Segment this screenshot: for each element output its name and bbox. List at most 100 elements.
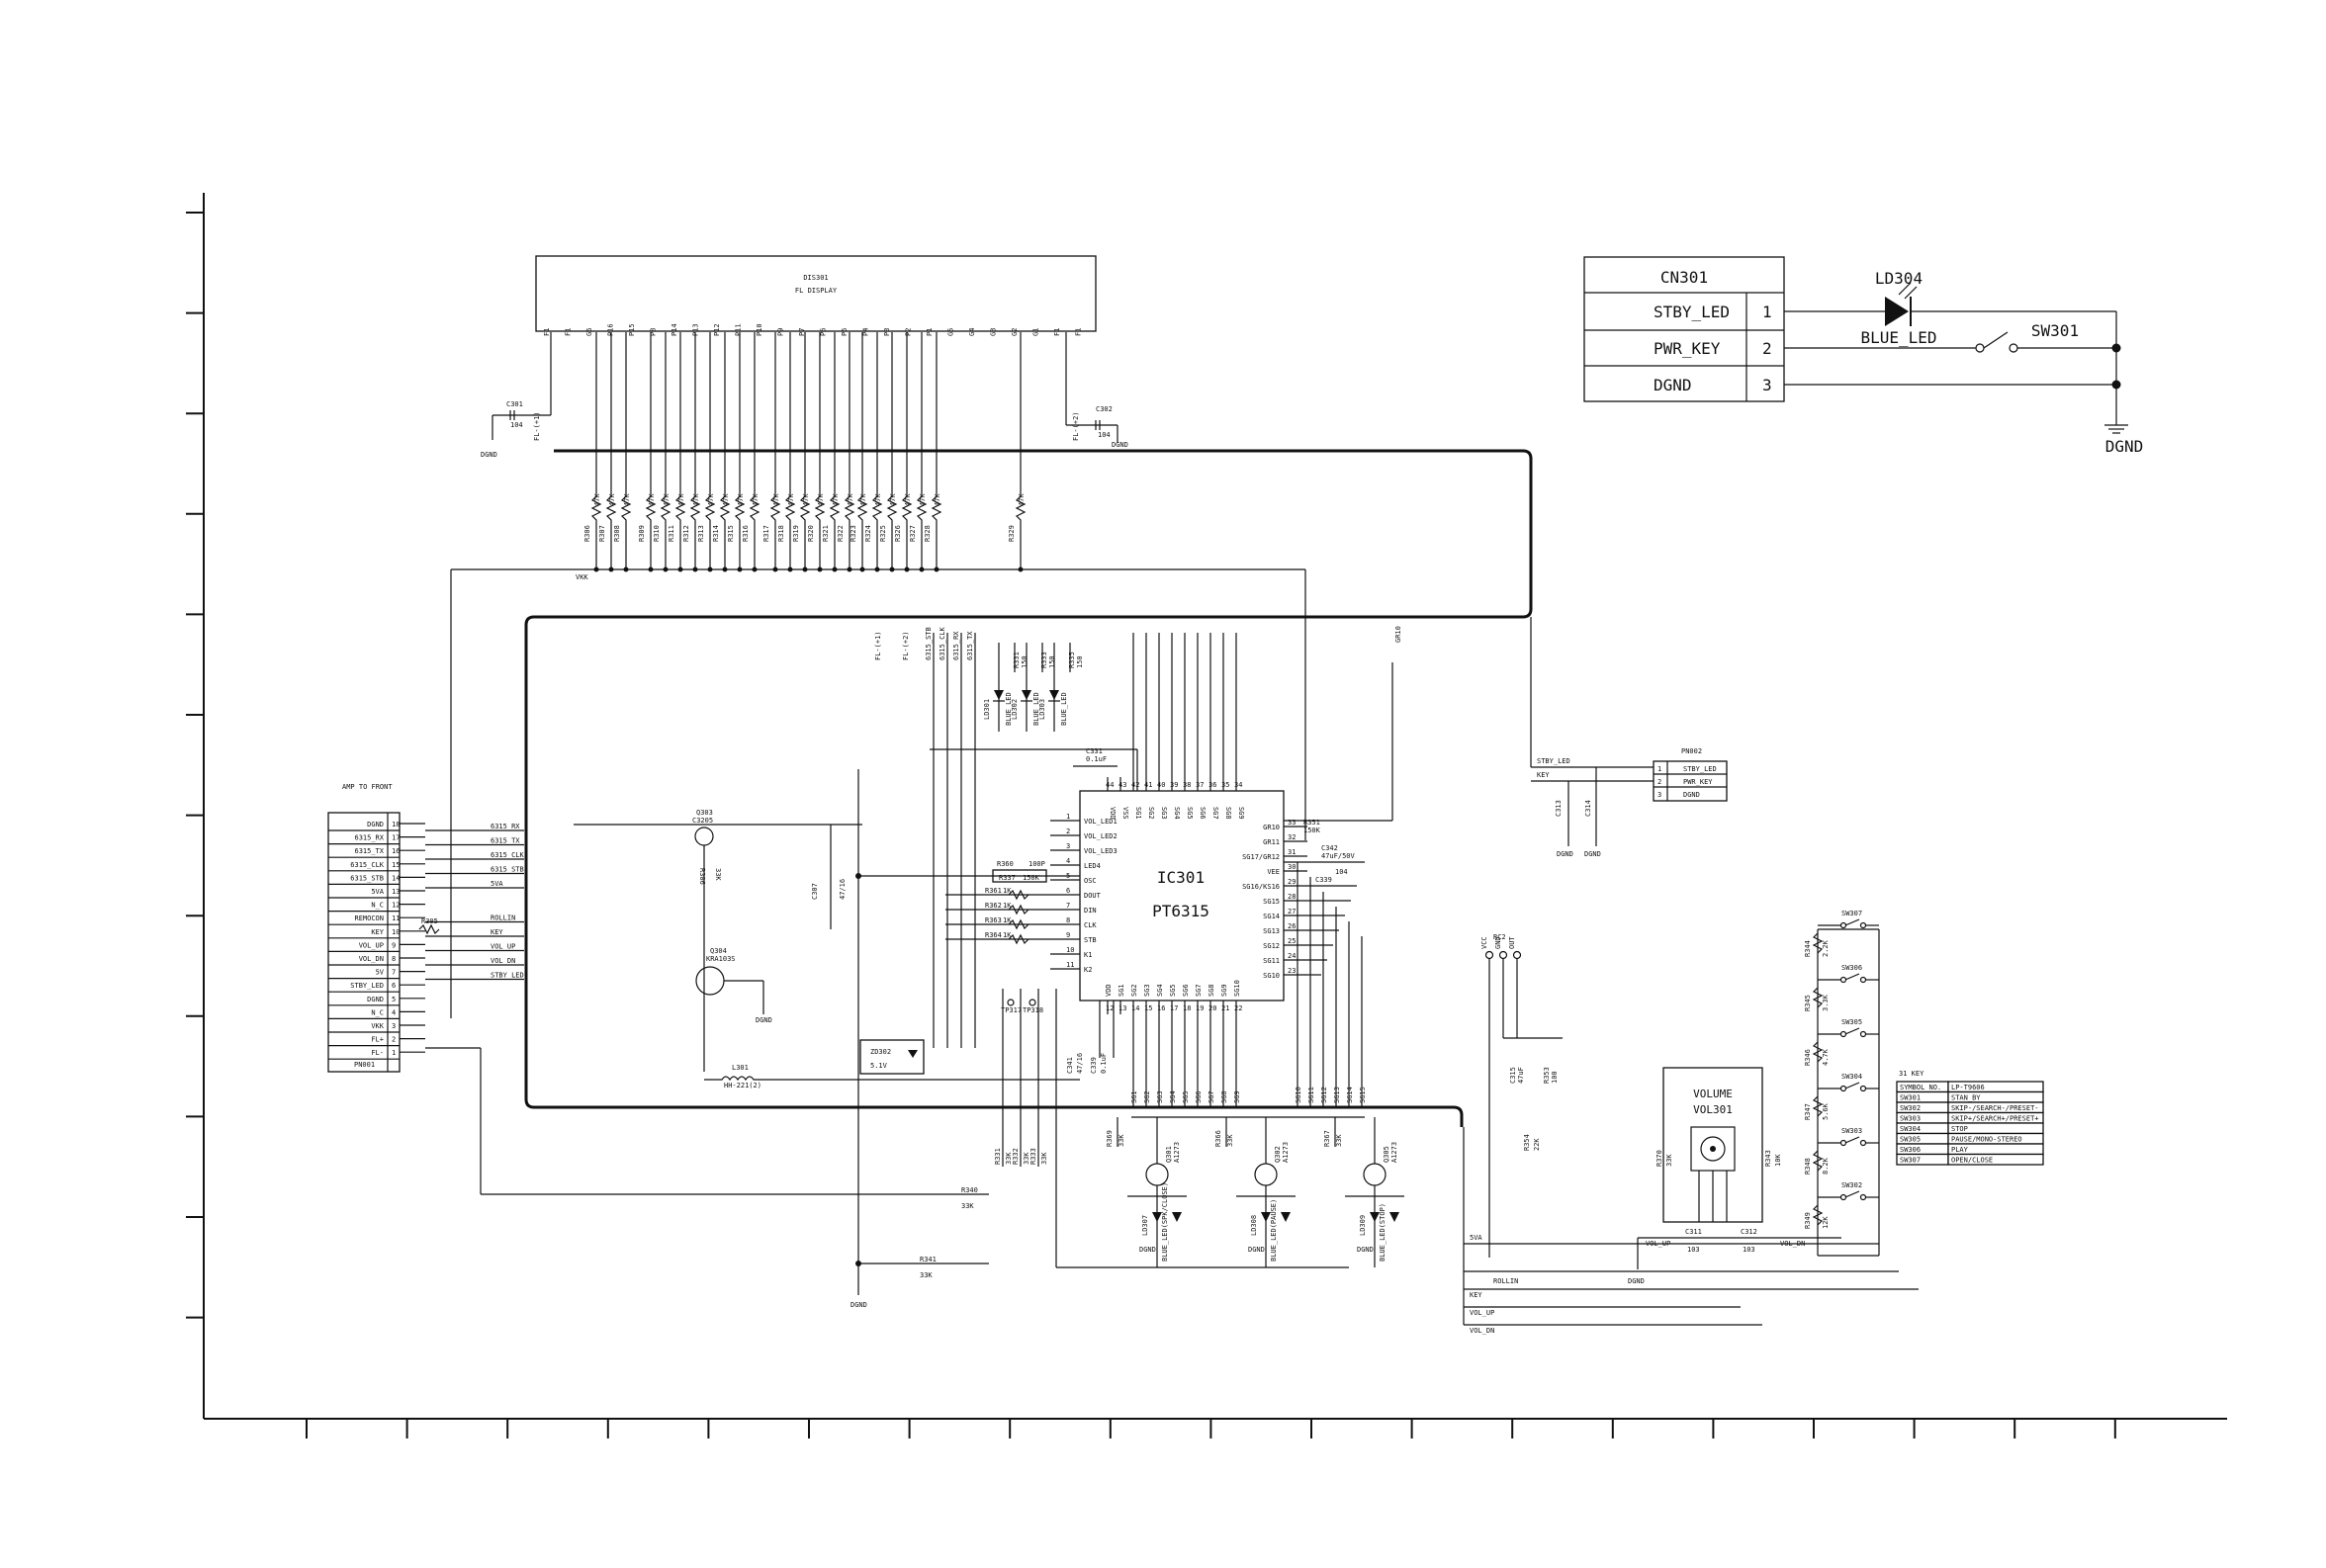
- c341-val: 47/16: [1076, 1053, 1084, 1074]
- ic-right-pin-number: 32: [1288, 833, 1296, 841]
- ic-top-pin-number: 42: [1131, 781, 1139, 789]
- tp318: TP318: [1023, 1006, 1043, 1014]
- ic-bottom-pin-number: 16: [1157, 1004, 1165, 1012]
- pn001-row-label: STBY_LED: [350, 982, 384, 990]
- cn301-row1-label: STBY_LED: [1654, 303, 1730, 321]
- r306-ref: R306: [698, 868, 706, 885]
- vfd-pin-label: P15: [628, 323, 636, 336]
- array-resistor-value: 47K: [648, 493, 656, 506]
- driver-transistor-icon: [1254, 1163, 1278, 1186]
- top-led-res-ref: R335: [1068, 652, 1076, 668]
- ic-bottom-pin-name: SG4: [1156, 984, 1164, 997]
- array-resistor-value: 47K: [663, 493, 671, 506]
- row-resistor-ref: R361: [985, 887, 1002, 895]
- vfd-pin-label: G2: [1011, 328, 1019, 336]
- pn002-row2: PWR_KEY: [1683, 778, 1713, 786]
- tp318-icon: [1029, 999, 1036, 1006]
- switch-contact-icon: [1859, 921, 1867, 929]
- ic-left-pin-number: 7: [1066, 902, 1070, 910]
- pn002-gnd2: DGND: [1584, 850, 1601, 858]
- vol-title: VOLUME: [1693, 1088, 1733, 1100]
- top-led-name: BLUE_LED: [1005, 692, 1013, 726]
- r305-ref: R305: [421, 917, 438, 925]
- driver-led-icon: [1261, 1212, 1271, 1222]
- vfd-fl-left: FL-(+1): [533, 411, 541, 441]
- pn001-net-label: VOL_DN: [491, 957, 515, 965]
- pn002-net1: STBY_LED: [1537, 757, 1570, 765]
- c315-val: 47uF: [1517, 1067, 1525, 1084]
- pn001-row-pin: 15: [392, 861, 400, 869]
- key-table-symbol: SW307: [1900, 1157, 1921, 1165]
- switch-contact-icon: [1859, 1139, 1867, 1147]
- pn002-row3: DGND: [1683, 791, 1700, 799]
- array-resistor-ref: R325: [879, 525, 887, 542]
- pn001-row-pin: 13: [392, 888, 400, 896]
- sg-net-label: SG10: [1295, 1087, 1302, 1103]
- cn301-row3-pin: 3: [1762, 376, 1772, 394]
- array-resistor-ref: R308: [613, 525, 621, 542]
- driver-gnd: DGND: [1357, 1246, 1374, 1254]
- ic-top-pin-number: 38: [1183, 781, 1191, 789]
- switch-res-ref: R348: [1804, 1158, 1812, 1175]
- pn001-row-pin: 3: [392, 1022, 396, 1030]
- top-led-res-ref: R331: [1013, 652, 1021, 668]
- ld304-name: BLUE_LED: [1860, 328, 1936, 347]
- driver-transistor-part: A1273: [1173, 1142, 1181, 1163]
- pn001-net-label: STBY_LED: [491, 972, 524, 980]
- pn001-row-pin: 5: [392, 996, 396, 1003]
- vol-gnd: DGND: [1628, 1277, 1645, 1285]
- array-resistor-ref: R318: [777, 525, 785, 542]
- pn001-row-pin: 1: [392, 1049, 396, 1057]
- switch-contact-icon: [1839, 976, 1847, 984]
- switch-contact-icon: [1839, 1085, 1847, 1092]
- array-resistor-value: 47K: [934, 493, 941, 506]
- key-table-function: PLAY: [1951, 1146, 1969, 1154]
- vfd-pin-label: P13: [692, 323, 700, 336]
- segment-bus: [524, 449, 1533, 1127]
- array-resistor-ref: R321: [822, 525, 830, 542]
- vfd-pin-label: G1: [1032, 328, 1040, 336]
- pn001-row-pin: 14: [392, 874, 400, 882]
- switch-contact-icon: [1859, 1193, 1867, 1201]
- pn001-row-pin: 17: [392, 834, 400, 842]
- fl-net-label: FL-(+1): [874, 631, 882, 660]
- c331-val: 0.1uF: [1086, 755, 1107, 763]
- vfd-pin-label: F1: [1075, 328, 1083, 336]
- ic-bottom-net-label: SG8: [1220, 1090, 1228, 1103]
- ic-bottom-net-label: SG7: [1208, 1090, 1215, 1103]
- switch-contact-icon: [1839, 921, 1847, 929]
- pn002-connector: PN002 1 STBY_LED 2 PWR_KEY 3 DGND STBY_L…: [1530, 617, 1728, 858]
- switch-contact-icon: [1859, 1085, 1867, 1092]
- r351-val: 150K: [1303, 827, 1321, 834]
- ic-right-pin-name: SG15: [1263, 898, 1280, 906]
- row-resistor-ref: R363: [985, 916, 1002, 924]
- ic-top-pin-number: 39: [1170, 781, 1178, 789]
- array-resistor-ref: R329: [1008, 525, 1016, 542]
- q303-part: C3205: [692, 817, 713, 825]
- switch-contact-icon: [1839, 1139, 1847, 1147]
- q303-transistor-icon: [694, 827, 714, 846]
- q304-part: KRA103S: [706, 955, 736, 963]
- array-resistor-value: 47K: [623, 493, 631, 506]
- array-resistor-value: 47K: [1018, 493, 1026, 506]
- pn001-row-label: N_C: [371, 1008, 384, 1016]
- ic-right-pin-number: 26: [1288, 922, 1296, 930]
- pn001-row-pin: 2: [392, 1036, 396, 1044]
- driver-led-icon: [1172, 1212, 1182, 1222]
- vol-knob-dial-icon: [1700, 1136, 1726, 1162]
- row-resistor-val: 1K: [1003, 931, 1012, 939]
- ic-left-pin-name: K1: [1084, 951, 1092, 959]
- row-resistor-ref: R362: [985, 902, 1002, 910]
- cn301-row2-pin: 2: [1762, 339, 1772, 358]
- sw301-contact-icon: [1975, 343, 1985, 353]
- driver-transistor-ref: Q302: [1274, 1146, 1282, 1163]
- pn001-net-label: 6315_RX: [491, 823, 520, 830]
- vkk-net: VKK: [576, 573, 588, 581]
- rc-pin-icon: [1512, 950, 1522, 960]
- c307-val: 47/16: [839, 879, 847, 900]
